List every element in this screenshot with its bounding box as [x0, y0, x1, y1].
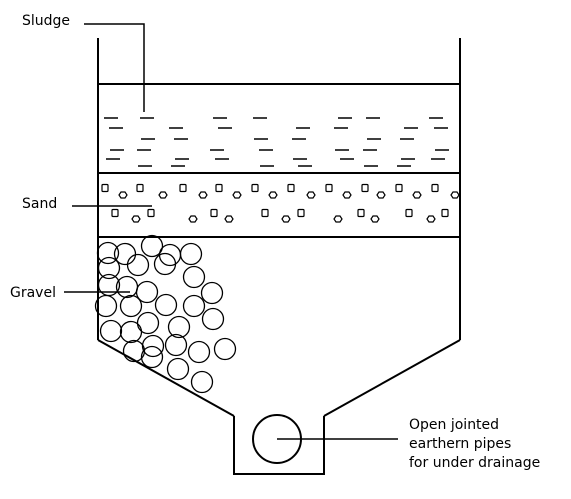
gravel-pebble — [136, 311, 160, 335]
gravel-pebble — [97, 256, 121, 280]
sand-grain — [147, 208, 155, 218]
sand-grain — [131, 215, 141, 223]
sand-grain — [111, 208, 119, 218]
sludge-layer — [104, 117, 449, 167]
sand-grain — [210, 208, 218, 218]
gravel-pebble — [164, 333, 188, 357]
pipe-label-line-2: earthern pipes — [409, 436, 511, 452]
sand-label: Sand — [22, 196, 57, 212]
gravel-pebble — [201, 307, 225, 331]
sand-grain — [395, 183, 403, 193]
sand-grain — [412, 191, 422, 199]
gravel-pebble — [99, 319, 123, 343]
gravel-pebble — [119, 320, 143, 344]
sand-grain — [261, 208, 269, 218]
sand-grain — [287, 183, 295, 193]
gravel-pebble — [166, 357, 190, 381]
sand-grain — [215, 183, 223, 193]
sludge-leader-line — [84, 23, 145, 112]
sand-grain — [376, 191, 386, 199]
sand-grain — [101, 183, 109, 193]
sand-grain — [281, 215, 291, 223]
sand-grain — [179, 183, 187, 193]
sand-grain — [441, 208, 449, 218]
sand-grain — [251, 183, 259, 193]
gravel-pebble — [140, 345, 164, 369]
pipe-label-line-3: for under drainage — [409, 455, 540, 471]
sludge-label: Sludge — [22, 13, 70, 29]
gravel-pebble — [154, 293, 178, 317]
gravel-pebble — [187, 340, 211, 364]
sand-grain — [297, 208, 305, 218]
sand-grain — [136, 183, 144, 193]
gravel-pebble — [113, 242, 137, 266]
sand-grain — [118, 191, 128, 199]
gravel-pebble — [119, 294, 143, 318]
gravel-pebble — [190, 370, 214, 394]
sand-grain — [268, 191, 278, 199]
gravel-pebble — [182, 265, 206, 289]
gravel-pebble — [135, 280, 159, 304]
sand-grain — [333, 215, 343, 223]
sand-grain — [361, 183, 369, 193]
sand-grain — [188, 215, 198, 223]
sand-grain — [306, 191, 316, 199]
sand-grain — [325, 183, 333, 193]
sand-grain — [198, 191, 208, 199]
gravel-pebble — [213, 337, 237, 361]
tank-outline — [97, 38, 461, 475]
gravel-layer — [94, 234, 237, 394]
sand-grain — [431, 183, 439, 193]
gravel-pebble — [94, 294, 118, 318]
gravel-pebble — [141, 334, 165, 358]
gravel-pebble — [200, 281, 224, 305]
sand-grain — [426, 215, 436, 223]
gravel-pebble — [126, 253, 150, 277]
sand-grain — [232, 191, 242, 199]
gravel-label: Gravel — [10, 285, 56, 301]
sand-grain — [450, 191, 460, 199]
sand-grain — [405, 208, 413, 218]
sand-grain — [158, 191, 168, 199]
gravel-pebble — [153, 252, 177, 276]
gravel-pebble — [122, 339, 146, 363]
gravel-pebble — [96, 241, 120, 265]
sand-layer — [101, 183, 460, 223]
gravel-pebble — [140, 234, 164, 258]
sand-grain — [357, 208, 365, 218]
pipe-label-line-1: Open jointed — [409, 417, 499, 433]
sand-grain — [370, 215, 380, 223]
gravel-pebble — [167, 315, 191, 339]
sand-grain — [342, 191, 352, 199]
gravel-pebble — [182, 294, 206, 318]
sand-grain — [224, 215, 234, 223]
gravel-pebble — [179, 242, 203, 266]
leader-lines — [64, 23, 398, 440]
